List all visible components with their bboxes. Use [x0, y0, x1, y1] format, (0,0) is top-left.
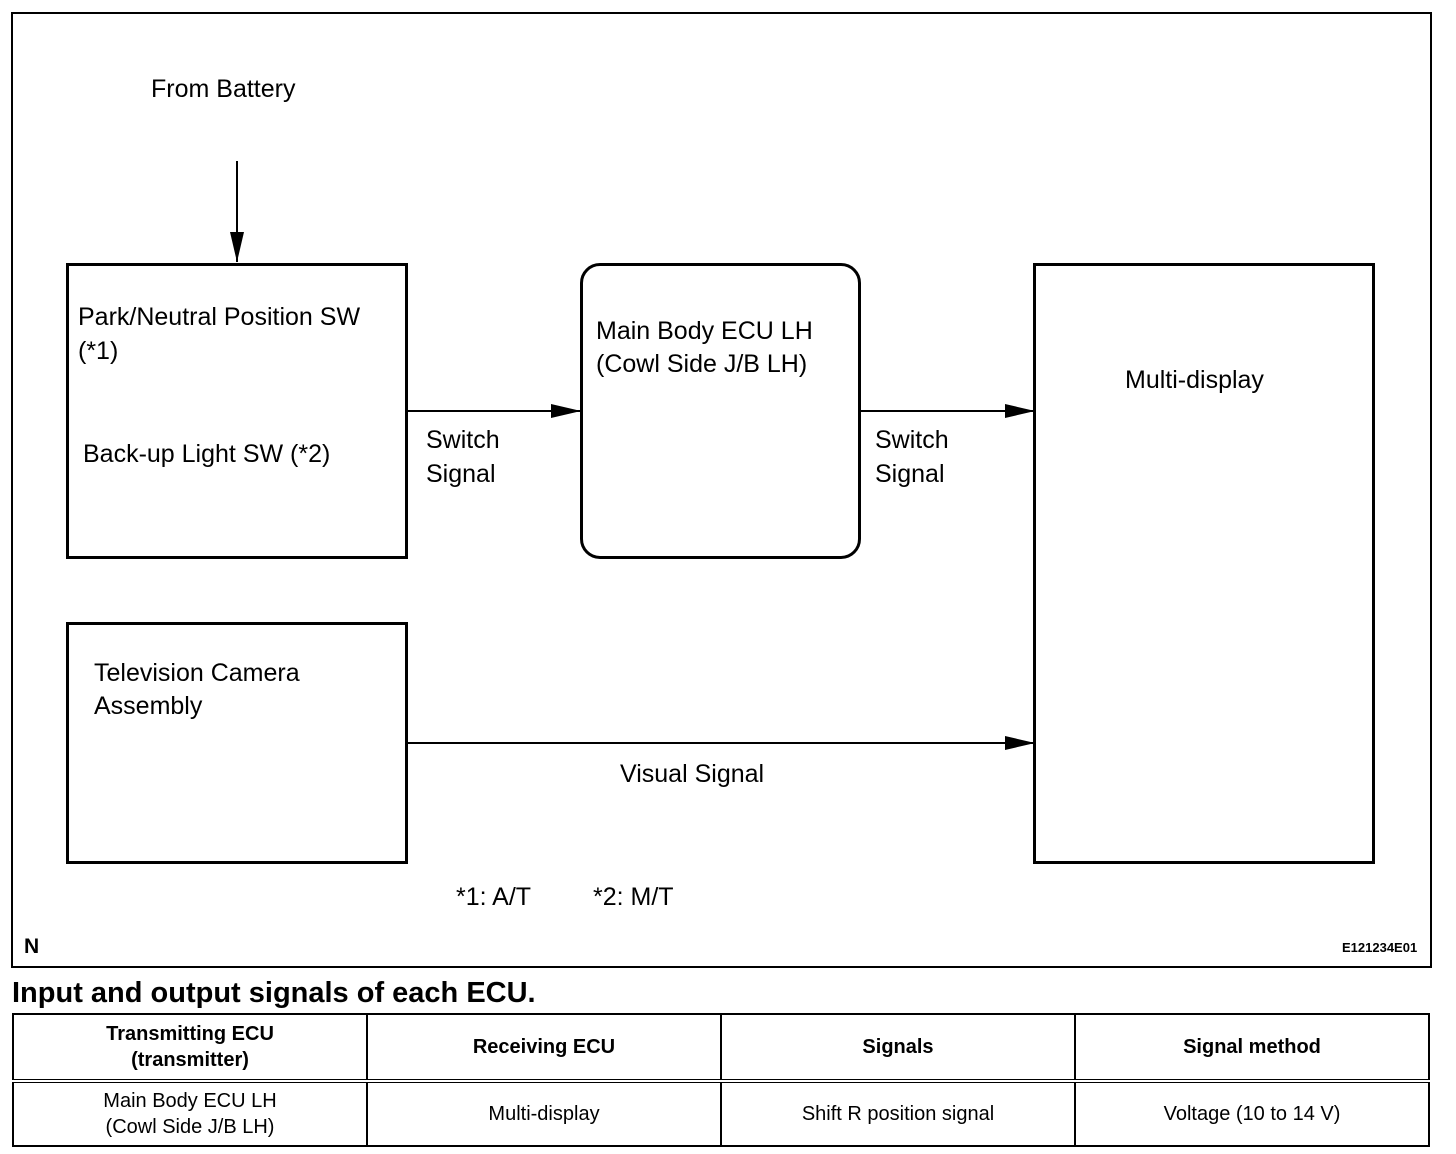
- cell-receiver: Multi-display: [366, 1080, 722, 1147]
- figure-code: E121234E01: [1342, 940, 1418, 955]
- multi-display-label: Multi-display: [1125, 366, 1264, 394]
- cell-signal: Shift R position signal: [720, 1080, 1076, 1147]
- switch-signal-label-2b: Signal: [875, 460, 945, 488]
- television-camera-box: [66, 622, 408, 864]
- diagram-frame: [11, 12, 1432, 968]
- table-row: Main Body ECU LH (Cowl Side J/B LH) Mult…: [12, 1080, 1430, 1147]
- switch-box: [66, 263, 408, 559]
- corner-mark: N: [24, 935, 40, 958]
- from-battery-label: From Battery: [151, 75, 296, 103]
- ecu-sublabel: (Cowl Side J/B LH): [596, 350, 808, 378]
- multi-display-box: [1033, 263, 1375, 864]
- header-signals: Signals: [720, 1013, 1076, 1083]
- visual-signal-label: Visual Signal: [620, 760, 765, 788]
- header-signal-method: Signal method: [1074, 1013, 1430, 1083]
- section-title: Input and output signals of each ECU.: [12, 977, 536, 1009]
- cell-method: Voltage (10 to 14 V): [1074, 1080, 1430, 1147]
- pnp-switch-label: Park/Neutral Position SW: [78, 303, 361, 331]
- footnote-mt: *2: M/T: [593, 883, 674, 911]
- header-transmitting-ecu: Transmitting ECU (transmitter): [12, 1013, 368, 1083]
- ecu-label: Main Body ECU LH: [596, 317, 813, 345]
- backup-light-switch-label: Back-up Light SW (*2): [83, 440, 331, 468]
- main-body-ecu-box: [580, 263, 861, 559]
- switch-signal-label-2: Switch: [875, 426, 949, 454]
- switch-signal-label-1b: Signal: [426, 460, 496, 488]
- table-header-row: Transmitting ECU (transmitter) Receiving…: [12, 1013, 1430, 1083]
- signals-table: Transmitting ECU (transmitter) Receiving…: [12, 1013, 1430, 1147]
- camera-sublabel: Assembly: [94, 692, 203, 720]
- camera-label: Television Camera: [94, 659, 300, 687]
- footnote-at: *1: A/T: [456, 883, 532, 911]
- header-receiving-ecu: Receiving ECU: [366, 1013, 722, 1083]
- switch-signal-label-1: Switch: [426, 426, 500, 454]
- cell-transmitter: Main Body ECU LH (Cowl Side J/B LH): [12, 1080, 368, 1147]
- pnp-switch-note: (*1): [78, 337, 119, 365]
